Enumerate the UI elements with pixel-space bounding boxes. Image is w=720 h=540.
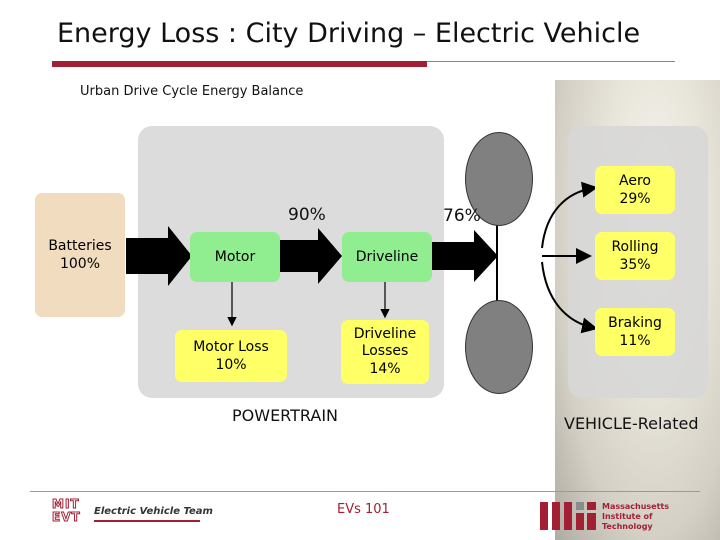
- mit-evt-logo: MIT EVT Electric Vehicle Team: [52, 496, 213, 528]
- title-rule: [427, 61, 675, 62]
- mit-evt-logo-mark: MIT EVT: [52, 497, 81, 524]
- braking-box: Braking 11%: [595, 308, 675, 356]
- driveline-box: Driveline: [342, 232, 432, 282]
- rolling-box: Rolling 35%: [595, 232, 675, 280]
- vehicle-label: VEHICLE-Related: [564, 414, 699, 433]
- motor-box: Motor: [190, 232, 280, 282]
- driveline-losses-box: Driveline Losses 14%: [341, 320, 429, 384]
- title-rule-accent: [52, 61, 427, 67]
- footer-center-text: EVs 101: [337, 502, 390, 517]
- arrow-driveline-axle: [432, 230, 498, 282]
- page-title: Energy Loss : City Driving – Electric Ve…: [57, 18, 641, 49]
- batteries-box: Batteries 100%: [35, 193, 125, 317]
- diagram-subtitle: Urban Drive Cycle Energy Balance: [80, 84, 304, 99]
- mit-logo: Massachusetts Institute of Technology: [540, 500, 680, 534]
- footer-rule: [30, 491, 700, 492]
- braking-curve: [541, 261, 598, 334]
- motor-loss-box: Motor Loss 10%: [175, 330, 287, 382]
- aero-curve: [541, 181, 598, 249]
- flow-label-90: 90%: [288, 205, 326, 225]
- powertrain-label: POWERTRAIN: [232, 406, 338, 425]
- aero-box: Aero 29%: [595, 166, 675, 214]
- arrow-batteries-motor: [126, 226, 192, 286]
- mit-evt-logo-underline: [94, 520, 200, 522]
- arrow-motor-driveline: [280, 228, 342, 284]
- rear-wheel: [465, 300, 533, 394]
- front-wheel: [465, 132, 533, 226]
- mit-logo-text: Massachusetts Institute of Technology: [602, 502, 670, 531]
- flow-label-76: 76%: [443, 206, 481, 226]
- mit-logo-mark: [540, 502, 596, 530]
- mit-evt-logo-text: Electric Vehicle Team: [94, 506, 213, 517]
